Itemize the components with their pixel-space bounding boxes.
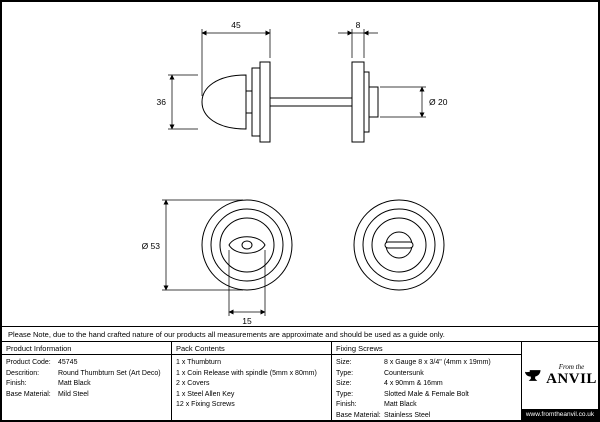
- spec-row: Size: 4 x 90mm & 16mm: [332, 379, 521, 390]
- coin-release-front-view: [353, 199, 445, 291]
- rose-inner-circle: [219, 217, 275, 273]
- thumbturn-front-view: [201, 199, 293, 291]
- thumbturn-neck-side: [245, 90, 253, 114]
- spec-value: Matt Black: [384, 401, 417, 408]
- fixing-screws-header: Fixing Screws: [332, 342, 521, 355]
- dim-label-36: 36: [157, 97, 167, 107]
- spec-value: 8 x Gauge 8 x 3/4" (4mm x 19mm): [384, 359, 491, 366]
- spec-row: Product Code: 45745: [2, 358, 171, 369]
- dim-turn-width: 15: [228, 250, 266, 326]
- website-text: www.fromtheanvil.co.uk: [522, 409, 598, 420]
- pack-item: 1 x Thumbturn: [176, 359, 222, 366]
- product-information-rows: Product Code: 45745 Descrition: Round Th…: [2, 355, 171, 400]
- logo-tagline: From the: [558, 363, 585, 371]
- product-information-header: Product Information: [2, 342, 171, 355]
- spec-label: Descrition:: [6, 369, 40, 377]
- coin-slot: [384, 241, 414, 249]
- spec-label: Finish:: [6, 380, 27, 387]
- measurement-note: Please Note, due to the hand crafted nat…: [2, 326, 598, 342]
- dim-label-o53: Ø 53: [142, 241, 161, 251]
- pack-contents-column: Pack Contents 1 x Thumbturn 1 x Coin Rel…: [172, 342, 332, 420]
- spec-label: Product Code:: [6, 359, 51, 366]
- rose-middle-circle: [210, 208, 284, 282]
- spindle: [269, 97, 353, 107]
- coin-release-turn-side: [368, 86, 379, 118]
- thumbturn-knob-side: [201, 74, 247, 130]
- technical-drawing-area: 45 36 8: [2, 2, 598, 326]
- anvil-logo: From the ANVIL: [522, 342, 598, 409]
- coin-release-rose-side: [351, 61, 365, 143]
- dim-knob-width: 45: [201, 20, 271, 96]
- thumbturn-side-view: [201, 61, 353, 143]
- spec-value: Matt Black: [58, 380, 91, 387]
- coin-rose-middle-circle: [362, 208, 436, 282]
- spec-row: Descrition: Round Thumbturn Set (Art Dec…: [2, 369, 171, 380]
- spec-row: Finish: Matt Black: [332, 400, 521, 411]
- dim-plate-thickness: 8: [338, 20, 378, 58]
- dim-label-o20: Ø 20: [429, 97, 448, 107]
- technical-drawing: 45 36 8: [142, 20, 448, 326]
- spec-row: Base Material: Mild Steel: [2, 390, 171, 401]
- fixing-screws-rows: Size: 8 x Gauge 8 x 3/4" (4mm x 19mm) Ty…: [332, 355, 521, 420]
- pack-contents-header: Pack Contents: [172, 342, 331, 355]
- coin-rose-inner-circle: [371, 217, 427, 273]
- brand-column: From the ANVIL www.fromtheanvil.co.uk: [522, 342, 598, 420]
- thumbturn-center-boss: [241, 240, 253, 250]
- product-information-column: Product Information Product Code: 45745 …: [2, 342, 172, 420]
- logo-name: ANVIL: [546, 371, 597, 387]
- spec-value: 45745: [58, 359, 78, 366]
- dim-label-45: 45: [231, 20, 241, 30]
- spec-label: Type:: [336, 369, 354, 377]
- anvil-icon: [525, 370, 541, 381]
- spec-row: Type: Countersunk: [332, 369, 521, 380]
- spec-label: Base Material:: [6, 390, 51, 398]
- thumbturn-rose-side: [259, 61, 271, 143]
- dim-rose-diameter: Ø 53: [142, 199, 243, 291]
- spec-label: Type:: [336, 390, 354, 398]
- dim-knob-height: 36: [157, 74, 198, 130]
- dim-label-8: 8: [356, 20, 361, 30]
- spec-value: 4 x 90mm & 16mm: [384, 380, 443, 387]
- coin-release-side-view: [351, 61, 379, 143]
- spec-value: Slotted Male & Female Bolt: [384, 390, 469, 398]
- anvil-logo-text: From the ANVIL: [546, 363, 597, 388]
- fixing-screws-column: Fixing Screws Size: 8 x Gauge 8 x 3/4" (…: [332, 342, 522, 420]
- spec-label: Finish:: [336, 401, 357, 408]
- pack-item: 1 x Coin Release with spindle (5mm x 80m…: [176, 369, 317, 377]
- spec-value: Mild Steel: [58, 390, 89, 398]
- pack-contents-rows: 1 x Thumbturn 1 x Coin Release with spin…: [172, 355, 331, 411]
- rose-outer-circle: [201, 199, 293, 291]
- coin-rose-outer-circle: [353, 199, 445, 291]
- pack-item: 12 x Fixing Screws: [176, 401, 235, 408]
- spec-row: Base Material: Stainless Steel: [332, 411, 521, 421]
- spec-row: Size: 8 x Gauge 8 x 3/4" (4mm x 19mm): [332, 358, 521, 369]
- pack-item: 2 x Covers: [176, 380, 210, 387]
- spec-label: Size:: [336, 359, 352, 366]
- thumbturn-rose-step-side: [251, 67, 261, 137]
- coin-release-step-side: [363, 71, 370, 133]
- spec-label: Size:: [336, 380, 352, 387]
- dim-coin-diameter: Ø 20: [380, 86, 448, 118]
- dim-label-15: 15: [242, 316, 252, 326]
- spec-row: Type: Slotted Male & Female Bolt: [332, 390, 521, 401]
- spec-value: Countersunk: [384, 369, 424, 377]
- pack-item: 1 x Steel Allen Key: [176, 390, 235, 398]
- spec-value: Stainless Steel: [384, 411, 431, 419]
- spec-value: Round Thumbturn Set (Art Deco): [58, 369, 161, 377]
- spec-table: Product Information Product Code: 45745 …: [2, 342, 598, 420]
- spec-label: Base Material:: [336, 411, 381, 419]
- spec-row: Finish: Matt Black: [2, 379, 171, 390]
